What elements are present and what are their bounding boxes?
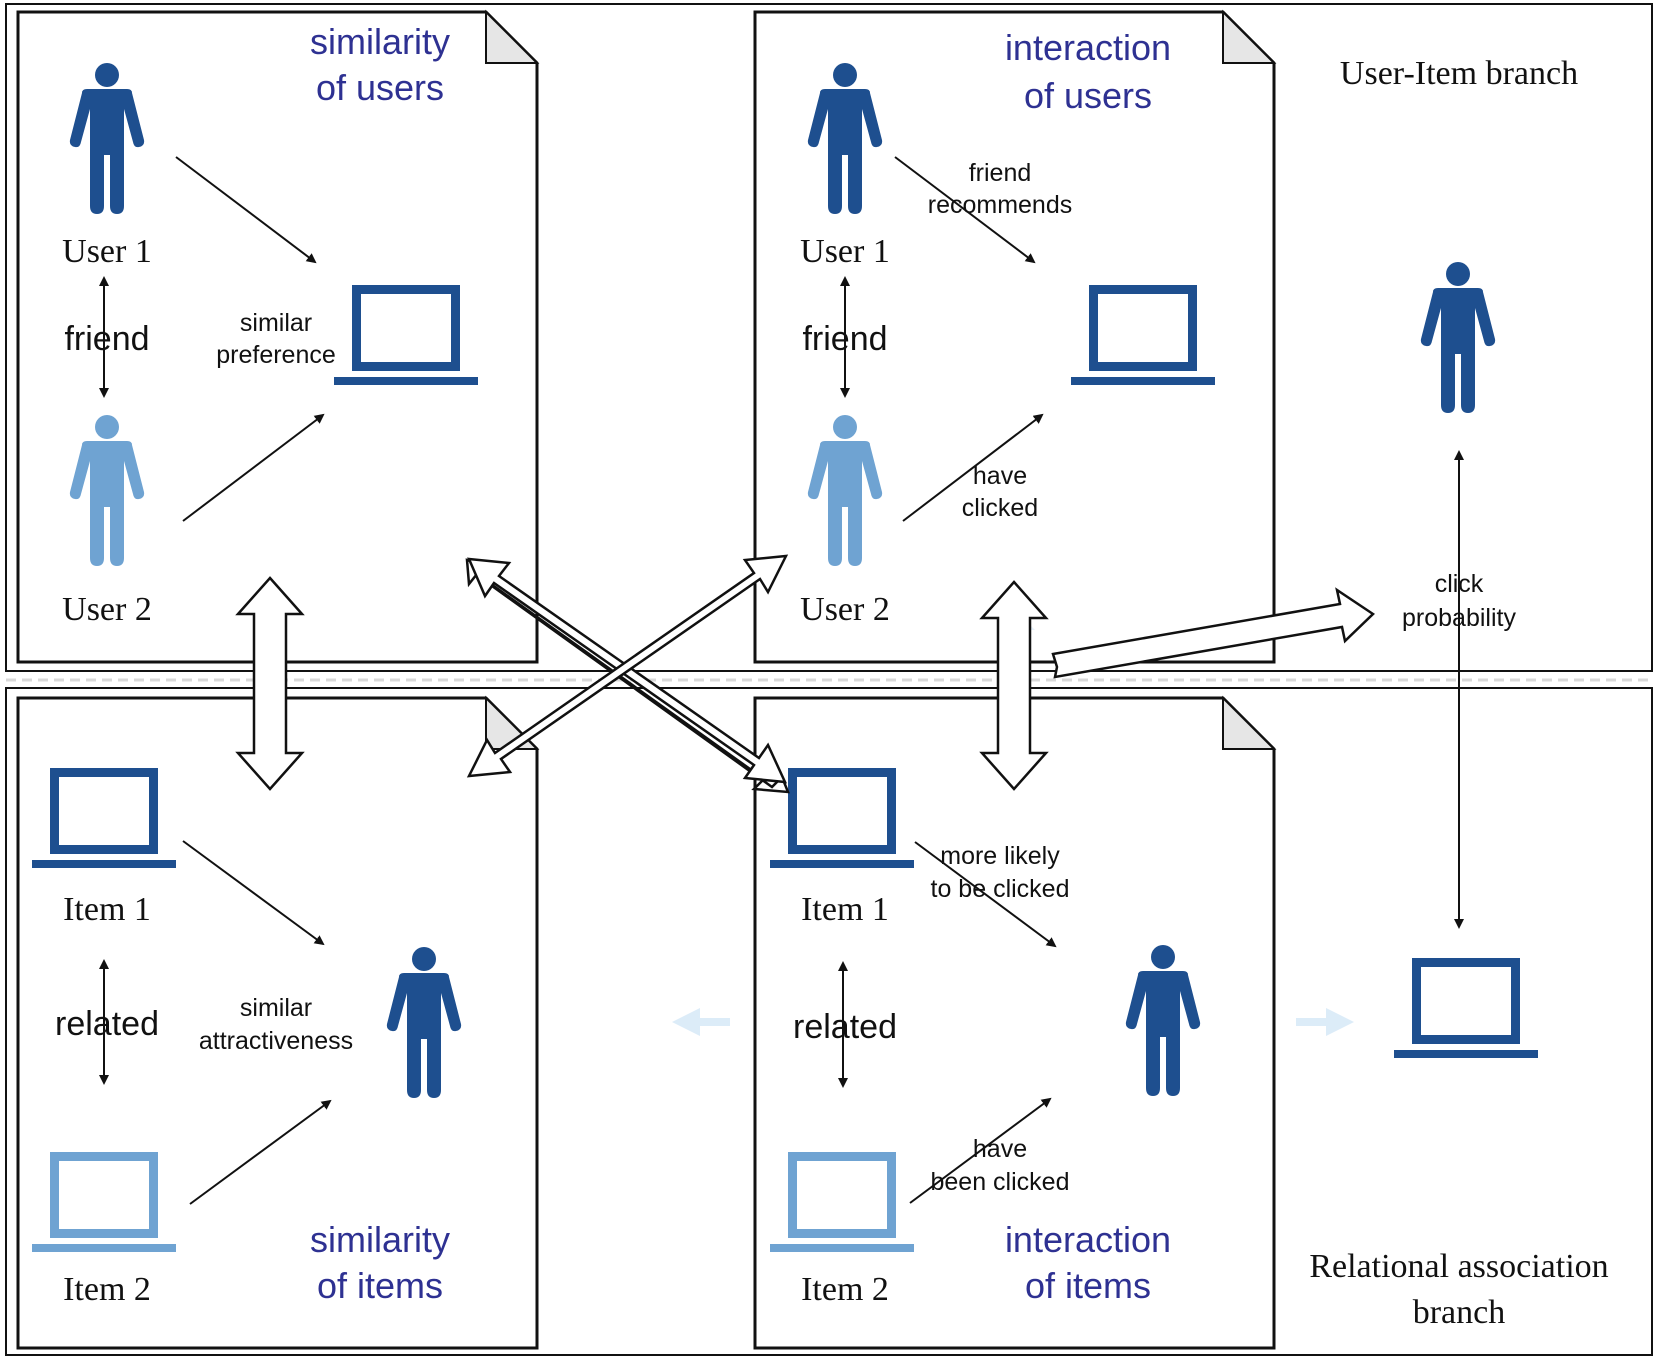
user-item-branch-frame <box>5 3 1653 672</box>
panel-title-line2: of items <box>317 1265 443 1306</box>
friend-label: friend <box>64 320 149 358</box>
person-icon <box>1420 262 1496 413</box>
probability-label: probability <box>1402 604 1516 632</box>
click-label: click <box>1435 570 1484 598</box>
faint-left-arrow-icon <box>672 1008 730 1036</box>
click-probability-hollow-arrow-icon <box>1051 587 1375 679</box>
relational-branch-label-line1: Relational association <box>1309 1248 1608 1285</box>
lower-arrow-label-line1: have <box>973 1135 1027 1163</box>
upper-arrow-label-line2: recommends <box>928 191 1073 219</box>
been-clicked-arrow <box>909 1097 1052 1204</box>
upper-arrow-label-line1: friend <box>969 159 1032 187</box>
panel-similarity-of-users <box>16 9 540 664</box>
upper-arrow-label-line2: to be clicked <box>931 875 1070 903</box>
upper-arrow-label-line1: more likely <box>940 842 1060 870</box>
user1-label: User 1 <box>62 233 152 270</box>
user-item-branch-label: User-Item branch <box>1340 55 1578 92</box>
item1-to-user-arrow <box>182 840 325 946</box>
item2-label: Item 2 <box>63 1271 151 1308</box>
user2-label: User 2 <box>800 591 890 628</box>
user2-to-item-arrow <box>182 413 325 522</box>
panel-title-line1: interaction <box>1005 1219 1171 1260</box>
panel-title-line2: of items <box>1025 1265 1151 1306</box>
lower-arrow-label-line1: have <box>973 462 1027 490</box>
item1-label: Item 1 <box>63 891 151 928</box>
related-label: related <box>55 1005 159 1043</box>
panel-title-line2: of users <box>1024 75 1152 116</box>
user2-label: User 2 <box>62 591 152 628</box>
friend-recommends-arrow <box>894 156 1036 264</box>
effect-label-line1: similar <box>240 994 312 1022</box>
friend-label: friend <box>802 320 887 358</box>
effect-label-line1: similar <box>240 309 312 337</box>
user1-to-item-arrow <box>175 156 317 264</box>
item1-label: Item 1 <box>801 891 889 928</box>
panel-title-line2: of users <box>316 67 444 108</box>
more-likely-arrow <box>914 841 1057 948</box>
relational-branch-label-line2: branch <box>1413 1294 1506 1331</box>
user1-label: User 1 <box>800 233 890 270</box>
faint-right-arrow-icon <box>1296 1008 1354 1036</box>
laptop-icon <box>1394 958 1538 1058</box>
panel-interaction-of-users <box>753 9 1277 664</box>
relational-branch-frame <box>5 687 1653 1356</box>
effect-label-line2: preference <box>216 341 336 369</box>
item2-label: Item 2 <box>801 1271 889 1308</box>
item2-to-user-arrow <box>189 1099 332 1205</box>
panel-title-line1: interaction <box>1005 27 1171 68</box>
panel-title-line1: similarity <box>310 1219 450 1260</box>
panel-title-line1: similarity <box>310 21 450 62</box>
have-clicked-arrow <box>902 413 1044 522</box>
lower-arrow-label-line2: been clicked <box>931 1168 1070 1196</box>
double-arrow-icon <box>235 576 305 791</box>
related-label: related <box>793 1008 897 1046</box>
effect-label-line2: attractiveness <box>199 1027 353 1055</box>
double-arrow-icon <box>979 580 1049 791</box>
diagonal-double-arrow-icon <box>466 554 789 778</box>
lower-arrow-label-line2: clicked <box>962 494 1038 522</box>
